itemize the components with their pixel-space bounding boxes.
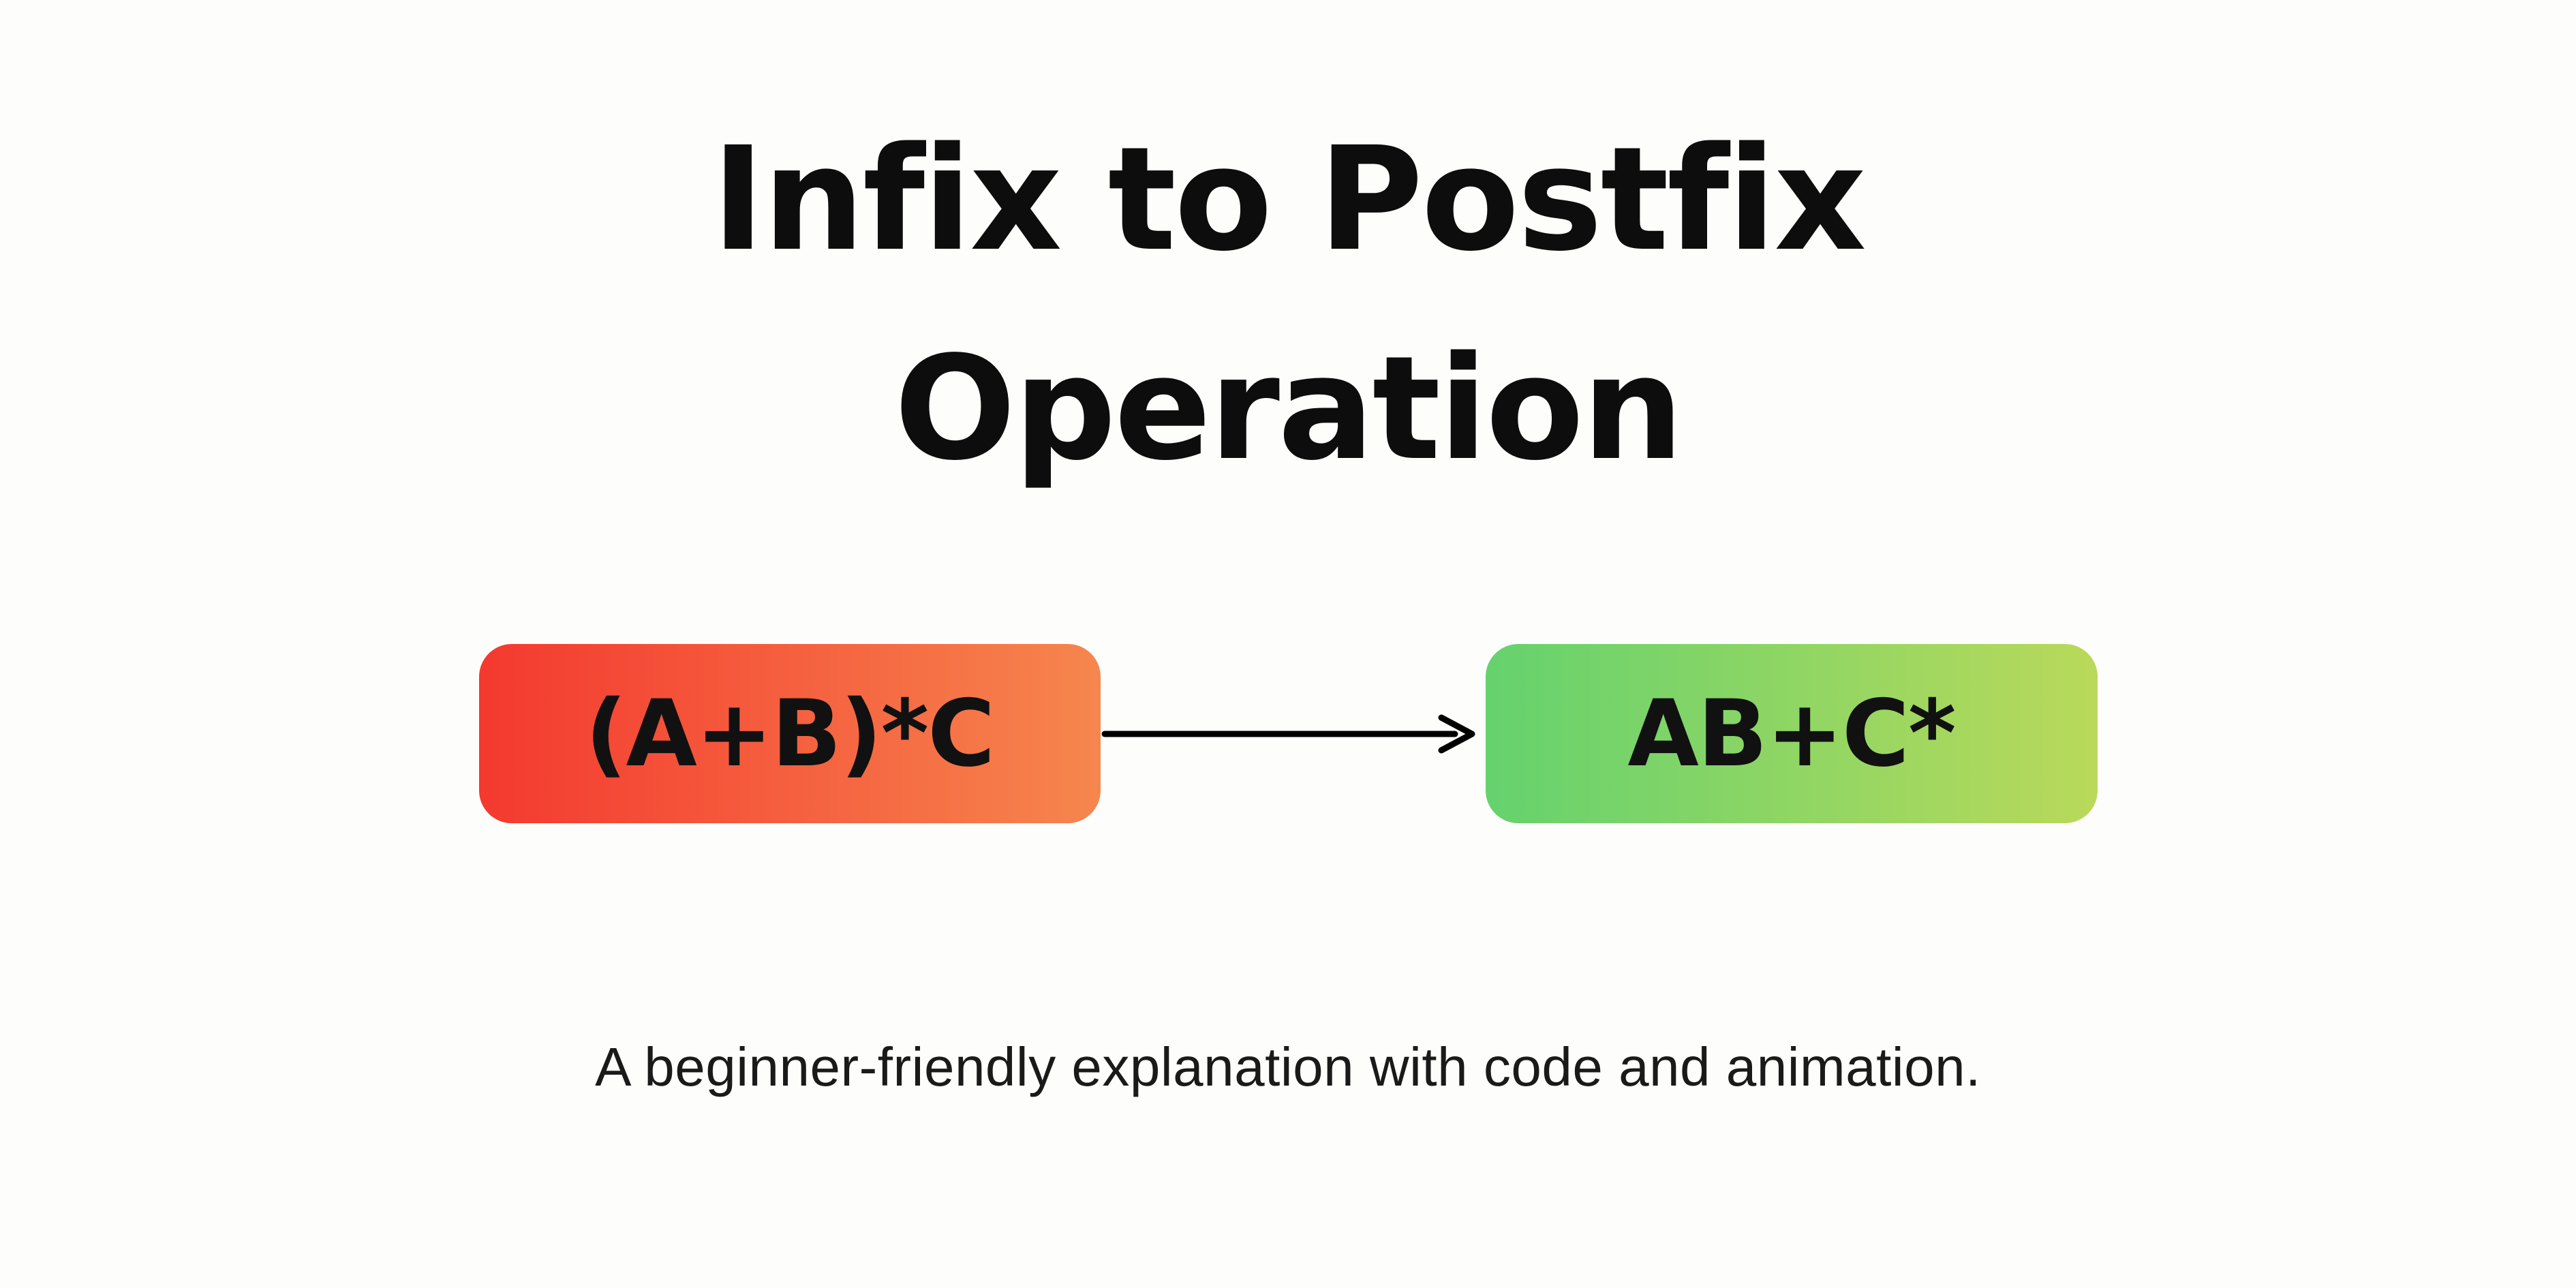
infix-expression-box: (A+B)*C <box>478 644 1101 823</box>
infix-expression-label: (A+B)*C <box>585 680 996 787</box>
page-title: Infix to Postfix Operation <box>0 95 2576 513</box>
postfix-expression-box: AB+C* <box>1485 644 2098 823</box>
page-title-line-1: Infix to Postfix <box>711 116 1867 283</box>
page-title-line-2: Operation <box>894 324 1684 492</box>
postfix-expression-label: AB+C* <box>1627 680 1956 787</box>
subtitle: A beginner-friendly explanation with cod… <box>595 1037 1981 1097</box>
arrow-head <box>1438 714 1475 753</box>
conversion-diagram: (A+B)*C AB+C* <box>0 644 2576 823</box>
arrow-right-icon <box>1101 707 1486 761</box>
